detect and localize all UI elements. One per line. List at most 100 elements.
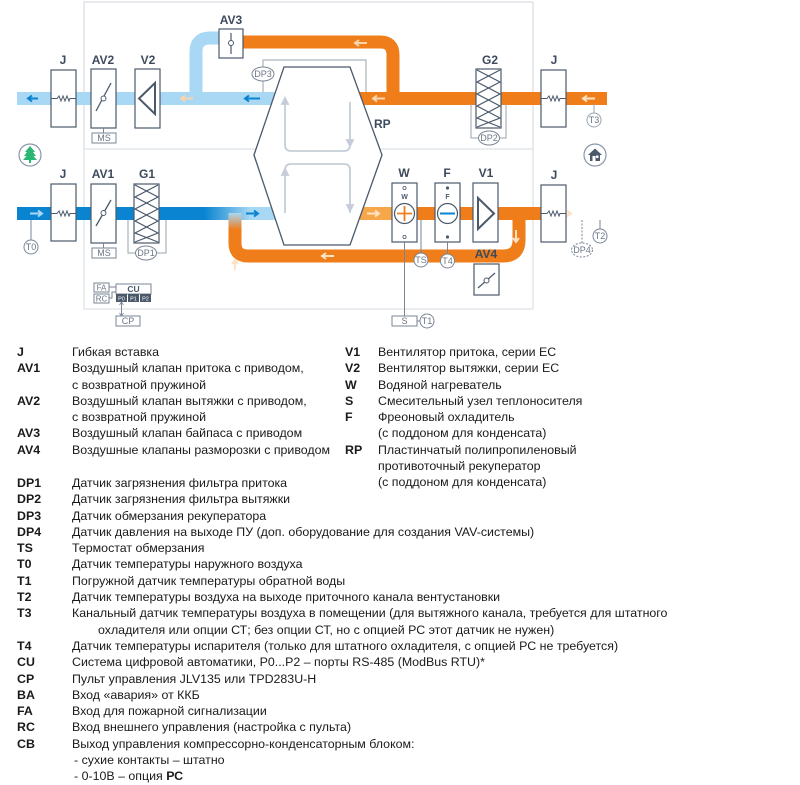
cb-option-bold: РС	[166, 769, 184, 784]
legend-code: CU	[17, 655, 35, 670]
sensor-t1	[419, 313, 435, 329]
legend-code: T1	[17, 573, 32, 588]
label-av2: AV2	[92, 53, 115, 67]
legend-continuation: охладителя или опции СТ; без опции СТ, н…	[98, 622, 555, 637]
supply-fan-v1[interactable]: V1	[472, 166, 499, 243]
legend-description: Датчик загрязнения фильтра вытяжки	[72, 492, 291, 507]
label-av4: AV4	[475, 247, 498, 261]
legend-description: Вентилятор притока, серии ЕС	[378, 345, 557, 359]
svg-text:J: J	[551, 53, 558, 67]
legend-code: BA	[17, 687, 35, 702]
freon-cooler-f[interactable]: F F	[434, 166, 461, 243]
svg-text:W: W	[401, 194, 408, 201]
legend-description: Погружной датчик температуры обратной во…	[72, 573, 346, 588]
svg-text:T4: T4	[442, 256, 453, 266]
flow-arrows	[26, 39, 595, 270]
svg-text:FA: FA	[97, 284, 107, 293]
legend-description: Пульт управления JLV135 или TPD283U-H	[72, 671, 317, 686]
label-j: J	[60, 53, 67, 67]
cb-option: - 0-10В – опция РС	[17, 768, 667, 784]
svg-text:DP1: DP1	[137, 248, 155, 258]
arrow-icon	[243, 94, 260, 103]
legend-code: AV3	[17, 426, 41, 441]
filter-g2[interactable]: G2 DP2	[470, 53, 507, 146]
sensor-t2	[592, 228, 608, 244]
damper-av2[interactable]: AV2 MS	[90, 53, 117, 144]
fan-triangle-icon	[137, 80, 156, 117]
legend-description: Выход управления компрессорно-конденсато…	[72, 736, 415, 751]
svg-text:DP2: DP2	[480, 133, 498, 143]
sensor-ms	[91, 247, 117, 259]
unit-frame-outline	[83, 1, 534, 148]
legend-code: FA	[17, 704, 33, 719]
svg-text:T2: T2	[595, 231, 606, 241]
house-icon	[583, 143, 607, 167]
legend-code: AV4	[17, 442, 41, 457]
sensor-dp2	[478, 130, 500, 146]
legend-code: T2	[17, 590, 32, 605]
legend-code: T4	[17, 638, 32, 653]
fan-triangle-icon	[477, 195, 496, 232]
label-v1: V1	[479, 166, 494, 180]
arrow-icon	[367, 209, 381, 218]
sensor-t4	[440, 253, 455, 269]
filter-g1[interactable]: G1 DP1	[127, 167, 167, 261]
sensor-dp4	[571, 242, 593, 258]
svg-text:J: J	[60, 167, 67, 181]
legend-description: Вход внешнего управления (настройка с пу…	[72, 720, 352, 735]
legend-code: F	[345, 410, 353, 425]
bypass-duct-left	[189, 31, 230, 98]
flex-connector-j-intake[interactable]: J	[50, 167, 77, 242]
legend-code: T3	[17, 606, 32, 621]
defrost-valve-av4[interactable]: AV4	[473, 247, 500, 296]
heater-plus-icon	[397, 206, 412, 221]
arrow-icon	[231, 258, 239, 270]
recuperator-rp: RP	[253, 66, 391, 246]
legend-description: Воздушные клапаны разморозки с приводом	[72, 442, 331, 457]
legend-description: Датчик температуры испарителя (только дл…	[72, 638, 619, 653]
exhaust-fan-v2[interactable]: V2	[134, 53, 161, 129]
defrost-riser	[228, 213, 242, 241]
port-p1[interactable]	[128, 294, 139, 302]
label-av3: AV3	[220, 13, 243, 27]
svg-text:CU: CU	[127, 284, 139, 294]
legend-continuation: с возвратной пружиной	[72, 377, 207, 392]
arrow-icon	[512, 230, 520, 244]
svg-text:T0: T0	[26, 242, 37, 252]
cb-option: - сухие контакты – штатно	[17, 752, 667, 768]
control-unit-cu[interactable]: CU P0 P1 P2	[115, 283, 152, 303]
legend-code: J	[17, 345, 24, 359]
flex-connector-j-supply[interactable]: J	[540, 168, 567, 243]
arrow-icon	[246, 209, 260, 218]
flex-zigzag-icon	[541, 94, 566, 103]
port-p2[interactable]	[140, 294, 151, 302]
svg-text:RC: RC	[96, 295, 108, 304]
legend-continuation: противоточный рекуператор	[378, 459, 541, 474]
water-heater-w[interactable]: W W	[391, 166, 418, 243]
sensor-t0	[23, 239, 39, 255]
sensor-t3	[586, 112, 602, 128]
label-dp3: DP3	[254, 69, 272, 79]
legend-code: V1	[345, 345, 361, 359]
cb-option-text: - 0-10В – опция	[74, 769, 167, 784]
legend-code: DP3	[17, 508, 42, 523]
arrow-icon	[26, 94, 38, 103]
damper-av1[interactable]: AV1 MS	[90, 167, 117, 259]
label-g2: G2	[482, 53, 498, 67]
flex-connector-j-return[interactable]: J	[540, 53, 567, 128]
tree-icon	[18, 143, 42, 167]
flex-connector-j-exhaust[interactable]: J	[50, 53, 77, 128]
port-p0[interactable]	[116, 294, 127, 302]
